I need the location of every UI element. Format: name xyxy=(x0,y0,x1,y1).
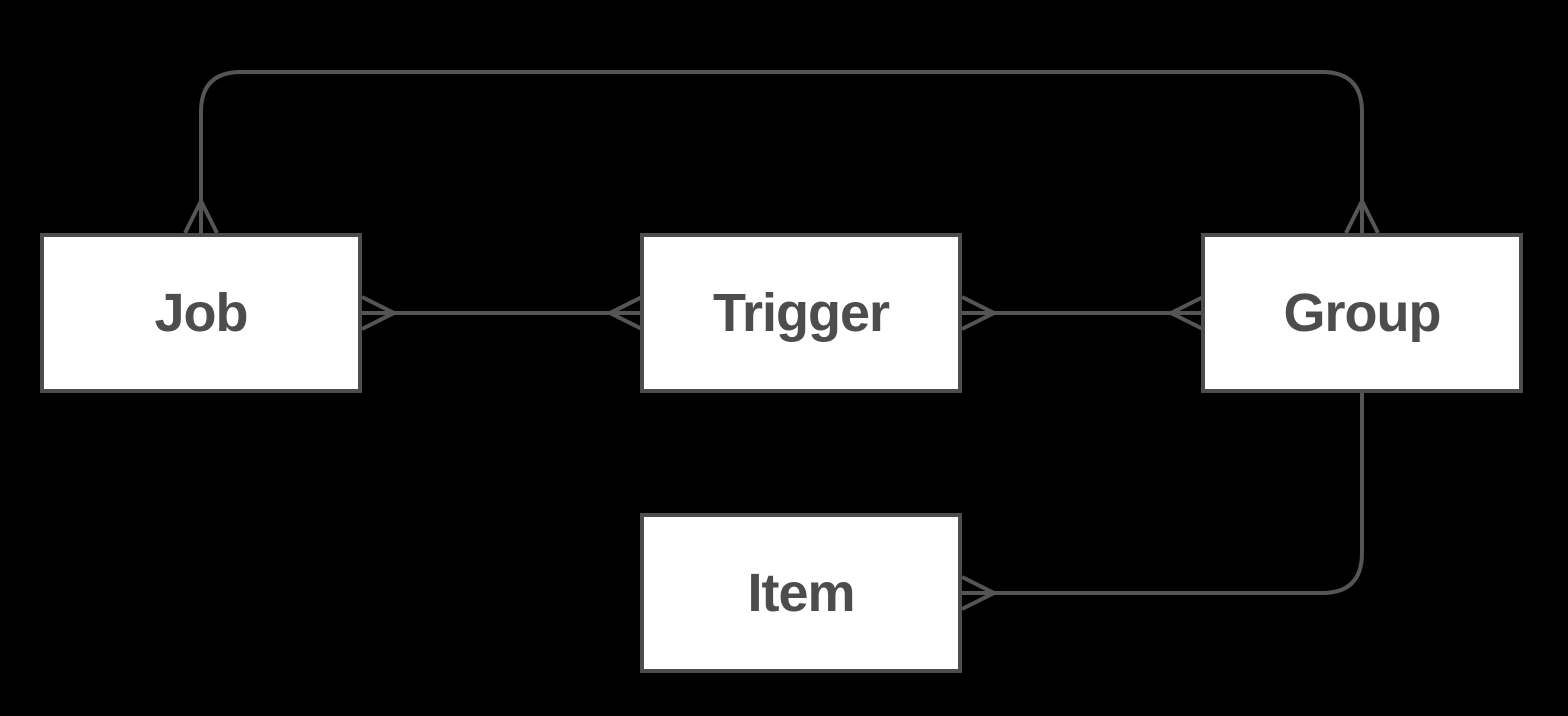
connector-item-group xyxy=(962,393,1364,595)
crow-foot-many-icon-trigger-right xyxy=(961,295,999,331)
crow-foot-many-icon-job-top xyxy=(183,196,219,234)
entity-label-group: Group xyxy=(1283,283,1442,343)
crow-foot-many-icon-group-top xyxy=(1344,196,1380,234)
entity-label-item: Item xyxy=(747,563,855,623)
entity-label-trigger: Trigger xyxy=(712,283,890,343)
entity-node-group[interactable]: Group xyxy=(1201,233,1523,393)
crow-foot-many-icon-group-left xyxy=(1166,295,1204,331)
entity-node-item[interactable]: Item xyxy=(640,513,962,673)
entity-node-job[interactable]: Job xyxy=(40,233,362,393)
connector-job-group xyxy=(199,70,1364,233)
entity-label-job: Job xyxy=(154,283,248,343)
crow-foot-many-icon-item-right xyxy=(961,575,999,611)
crow-foot-many-icon-job-right xyxy=(361,295,399,331)
entity-node-trigger[interactable]: Trigger xyxy=(640,233,962,393)
crow-foot-many-icon-trigger-left xyxy=(605,295,643,331)
